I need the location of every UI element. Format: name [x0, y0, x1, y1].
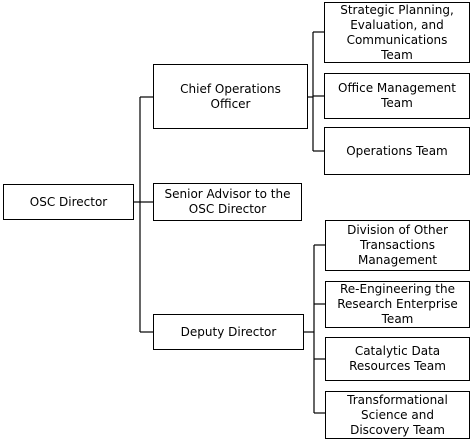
other-transactions-box: Division of Other Transactions Managemen… — [325, 220, 470, 271]
chief-operations-officer-box: Chief Operations Officer — [153, 64, 308, 129]
transformational-science-team-box: Transformational Science and Discovery T… — [325, 391, 470, 439]
office-management-team-box: Office Management Team — [324, 73, 470, 119]
catalytic-data-team-box: Catalytic Data Resources Team — [325, 337, 470, 381]
reengineering-team-box: Re-Engineering the Research Enterprise T… — [325, 281, 470, 328]
deputy-director-box: Deputy Director — [153, 314, 304, 350]
operations-team-box: Operations Team — [324, 127, 470, 175]
osc-director-box: OSC Director — [3, 184, 134, 220]
senior-advisor-box: Senior Advisor to the OSC Director — [153, 183, 302, 221]
strategic-planning-team-box: Strategic Planning, Evaluation, and Comm… — [324, 2, 470, 63]
